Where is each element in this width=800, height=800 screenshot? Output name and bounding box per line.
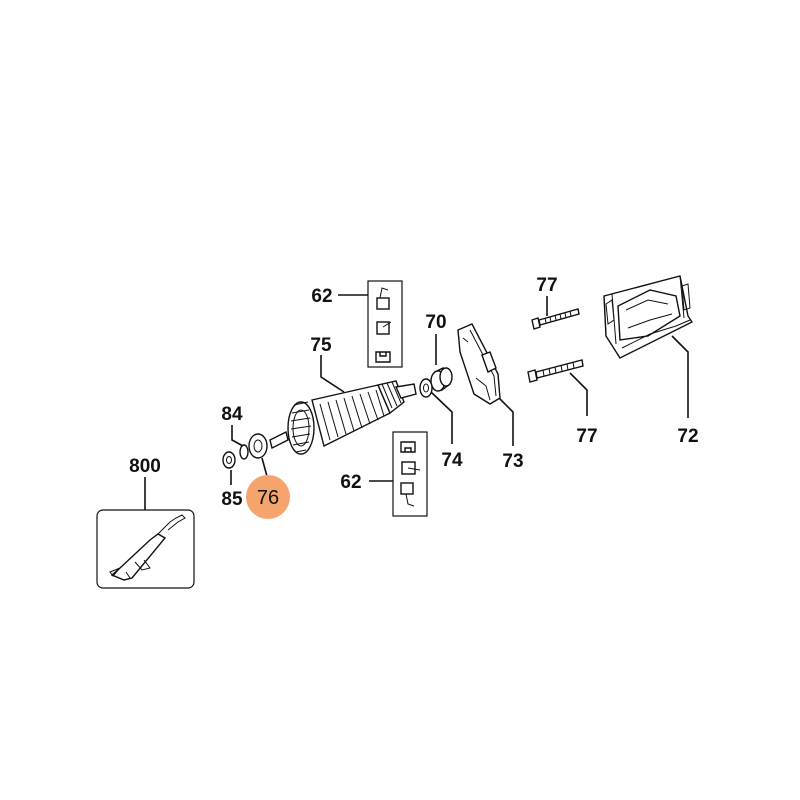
part-62-brush-kit-bottom[interactable] [392, 431, 428, 517]
part-76-bearing[interactable] [248, 433, 268, 459]
brush-icon [375, 287, 392, 363]
part-77-screw-bottom[interactable] [527, 359, 584, 383]
callout-75[interactable]: 75 [310, 335, 332, 356]
part-62-brush-kit-top[interactable] [367, 280, 403, 368]
callout-76[interactable]: 76 [257, 487, 279, 509]
callout-62-top[interactable]: 62 [311, 286, 332, 307]
callout-73[interactable]: 73 [502, 451, 523, 472]
callout-72[interactable]: 72 [677, 426, 698, 447]
brush-icon [400, 441, 421, 507]
leader-73 [498, 397, 514, 446]
callout-62-bottom[interactable]: 62 [340, 472, 361, 493]
leader-72 [671, 335, 689, 418]
callout-70[interactable]: 70 [425, 312, 446, 333]
leader-84 [231, 425, 244, 447]
leader-77-bottom [569, 372, 588, 416]
part-77-screw-top[interactable] [531, 308, 580, 330]
tool-icon [109, 514, 186, 581]
callout-74[interactable]: 74 [441, 450, 463, 471]
part-74-washer[interactable] [419, 378, 433, 398]
callout-77-top[interactable]: 77 [536, 275, 557, 296]
highlight-marker [246, 475, 290, 519]
part-70-bearing[interactable] [430, 367, 453, 392]
callout-84[interactable]: 84 [221, 404, 243, 425]
leader-74 [430, 391, 453, 444]
callout-800[interactable]: 800 [129, 456, 161, 477]
part-85-washer[interactable] [222, 451, 236, 469]
part-73-brush-holder[interactable] [457, 323, 501, 405]
part-72-stator[interactable] [603, 275, 694, 359]
callout-85[interactable]: 85 [221, 489, 243, 510]
leader-75 [320, 355, 345, 393]
part-84-ring[interactable] [239, 444, 249, 460]
part-75-armature[interactable] [269, 380, 417, 455]
callout-77-bottom[interactable]: 77 [576, 426, 597, 447]
part-800-tool-box[interactable] [96, 509, 195, 589]
